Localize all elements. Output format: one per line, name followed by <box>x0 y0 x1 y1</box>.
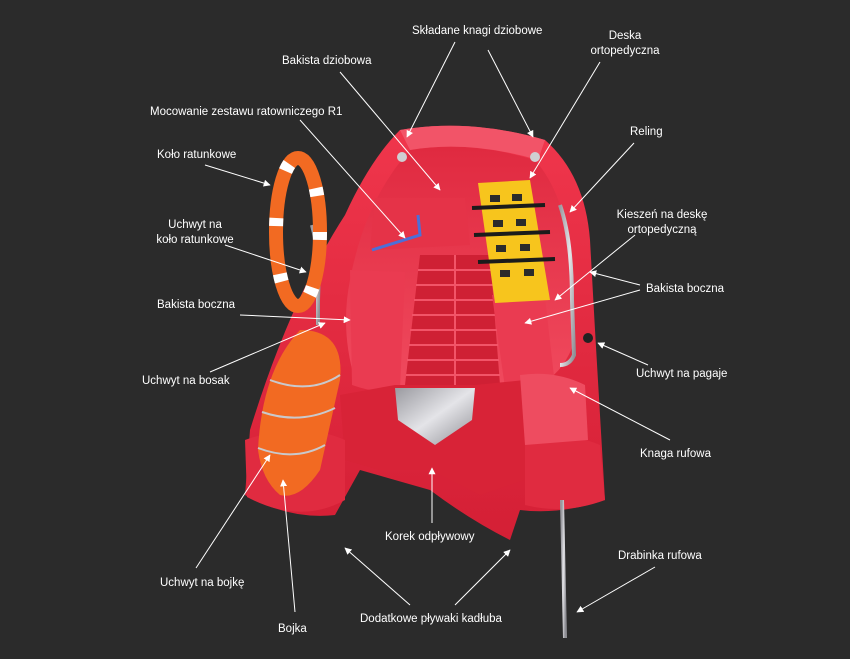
label-spine-board-line1: Deska <box>608 30 642 42</box>
label-spine-board: Deska ortopedyczna <box>578 29 672 59</box>
rescue-buoy <box>257 330 341 496</box>
label-lifebuoy-holder-line2: koło ratunkowe <box>156 234 234 246</box>
bow-cleat-right <box>530 152 540 162</box>
stern-ladder <box>528 498 600 640</box>
label-hull-floats: Dodatkowe pływaki kadłuba <box>360 613 502 625</box>
label-drain-plug: Korek odpływowy <box>385 531 475 543</box>
label-railing: Reling <box>630 126 663 138</box>
label-buoy-holder: Uchwyt na bojkę <box>160 577 245 589</box>
label-buoy: Bojka <box>278 623 307 635</box>
label-r1-mount: Mocowanie zestawu ratowniczego R1 <box>150 106 343 118</box>
label-board-pocket-line2: ortopedyczną <box>627 224 697 236</box>
label-board-pocket: Kieszeń na deskę ortopedyczną <box>612 208 712 238</box>
label-lifebuoy: Koło ratunkowe <box>157 149 237 161</box>
r1-mount-bar <box>371 214 422 252</box>
pointer-lines <box>195 41 671 613</box>
label-stern-ladder: Drabinka rufowa <box>618 550 702 562</box>
label-bow-cleats: Składane knagi dziobowe <box>412 25 543 37</box>
lifebuoy-ring <box>269 151 327 313</box>
label-bow-locker: Bakista dziobowa <box>282 55 372 67</box>
label-side-locker-right: Bakista boczna <box>646 283 724 295</box>
label-paddle-holder: Uchwyt na pagaje <box>636 368 728 380</box>
label-stern-cleat: Knaga rufowa <box>640 448 711 460</box>
label-board-pocket-line1: Kieszeń na deskę <box>616 209 708 221</box>
label-side-locker-left: Bakista boczna <box>157 299 235 311</box>
paddle-holder-knob <box>583 333 593 343</box>
label-lifebuoy-holder: Uchwyt na koło ratunkowe <box>150 218 240 248</box>
label-boathook-holder: Uchwyt na bosak <box>142 375 230 387</box>
spine-board <box>471 180 556 303</box>
label-spine-board-line2: ortopedyczna <box>590 45 660 57</box>
label-lifebuoy-holder-line1: Uchwyt na <box>168 219 222 231</box>
bow-cleat-left <box>397 152 407 162</box>
railing-bar <box>558 204 577 367</box>
